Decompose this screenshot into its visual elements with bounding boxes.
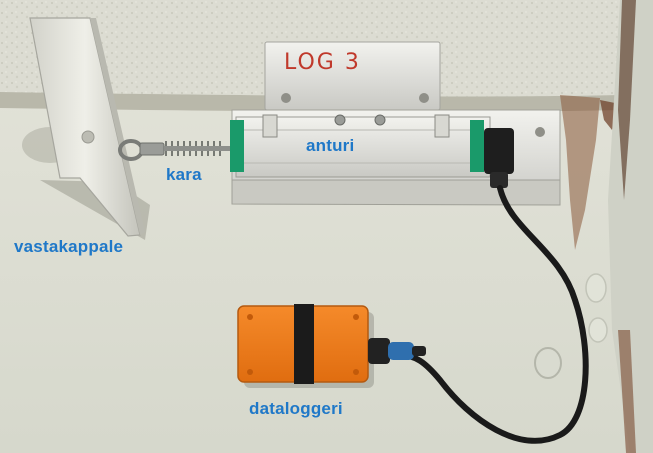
steel-bolt [534, 347, 562, 379]
logger-connector-ring [388, 342, 414, 360]
logger-strap [294, 304, 314, 384]
logger-screw-bl [247, 369, 253, 375]
logger-screw-tr [353, 314, 359, 320]
logger-connector-tail [412, 346, 426, 356]
sensor-clamp-2 [434, 114, 450, 138]
sensor-screw-1 [334, 114, 346, 126]
right-lower-rust [618, 330, 636, 453]
rod-shaft [164, 146, 236, 151]
sensor-connector [484, 128, 514, 174]
label-vastakappale: vastakappale [14, 237, 124, 256]
log-plate-hole-left [281, 93, 291, 103]
logger-connector [368, 338, 390, 364]
plate-marking: LOG 3 [284, 50, 361, 75]
counter-plate-hole [81, 130, 95, 144]
counter-plate-edge [90, 18, 145, 235]
logger-screw-br [353, 369, 359, 375]
label-dataloggeri: dataloggeri [249, 399, 343, 418]
sensor-screw-2 [374, 114, 386, 126]
sensor-clamp-1 [262, 114, 278, 138]
bracket-lower-flange [231, 179, 561, 206]
label-kara: kara [166, 165, 202, 184]
rod-nut [139, 142, 165, 156]
right-corner-rust [618, 0, 636, 200]
sensor-cable [397, 185, 589, 444]
sensor-end-cap-right [470, 120, 484, 172]
label-anturi: anturi [306, 136, 355, 155]
rust-streak [560, 95, 600, 250]
sensor-connector-plug [490, 172, 508, 188]
bracket-hole [535, 127, 545, 137]
steel-bump [585, 273, 607, 303]
sensor-end-cap-left [230, 120, 244, 172]
log-plate-hole-right [419, 93, 429, 103]
steel-bump-2 [588, 317, 608, 343]
logger-screw-tl [247, 314, 253, 320]
